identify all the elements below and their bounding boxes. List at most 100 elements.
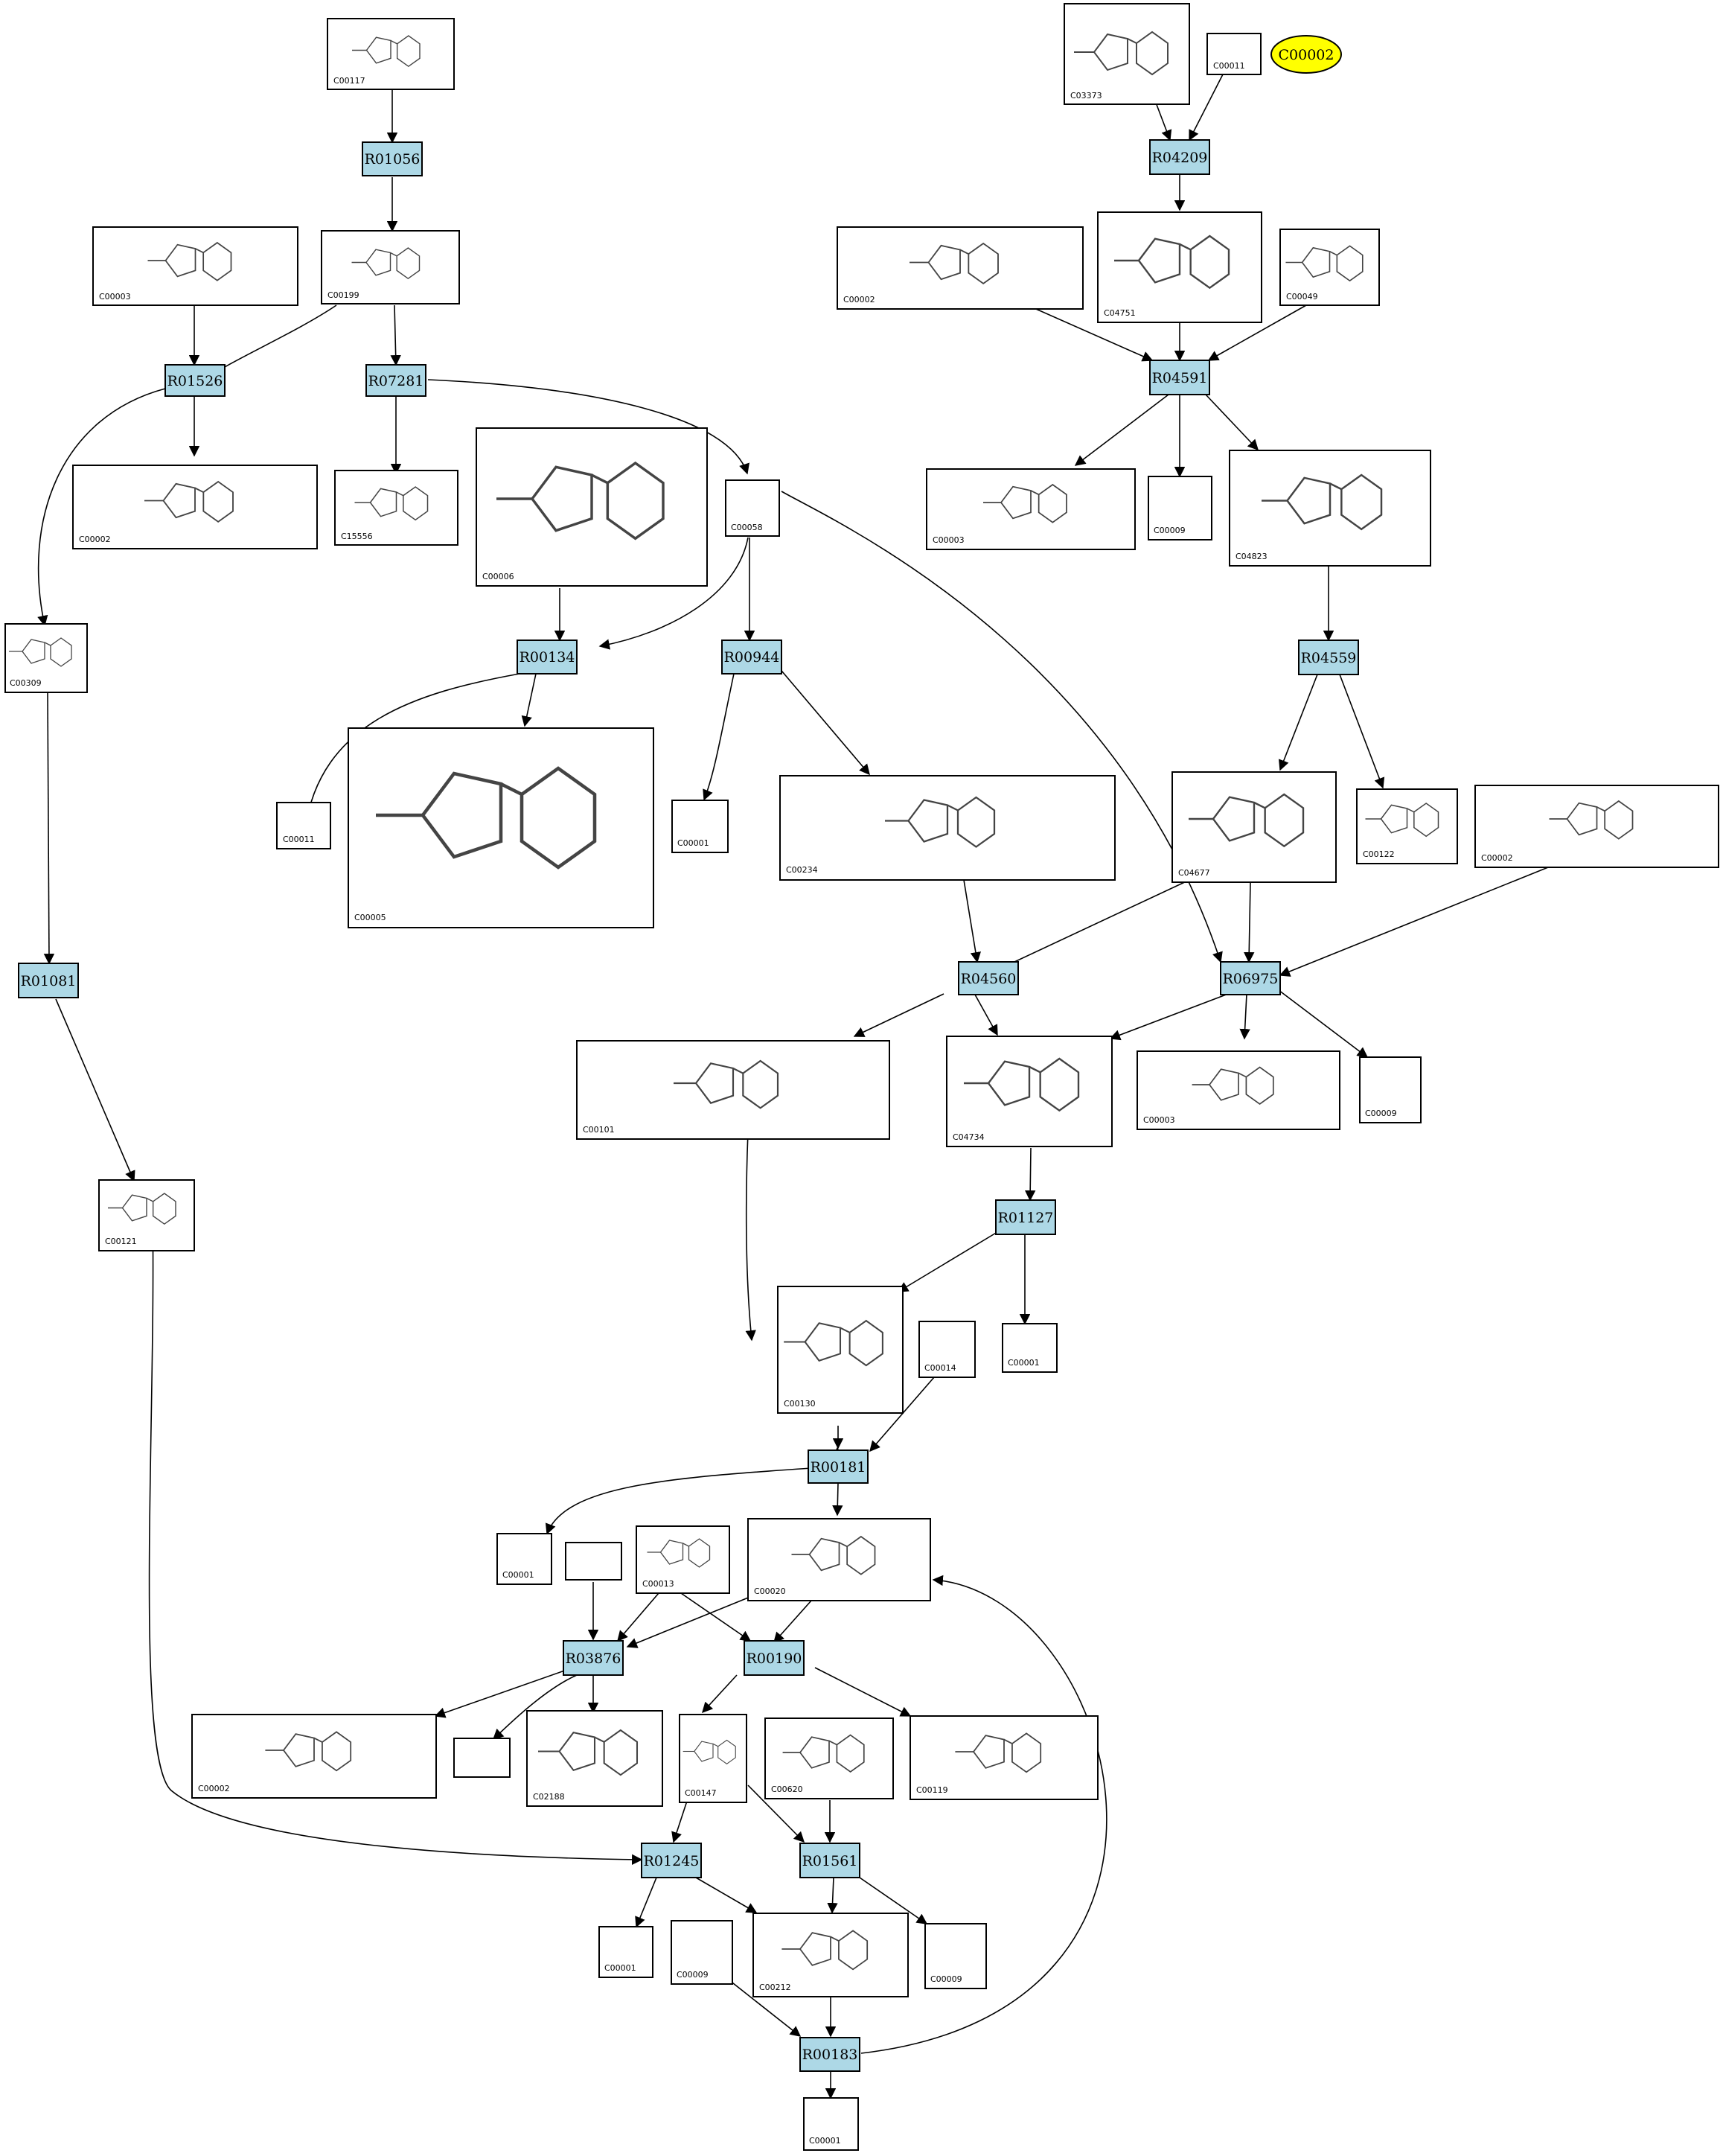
svg-text:C04677: C04677 (1178, 868, 1210, 878)
compound-c00002-d[interactable]: C00002 (191, 1714, 437, 1799)
reaction-r01526[interactable]: R01526 (164, 364, 226, 397)
svg-text:C00119: C00119 (916, 1785, 948, 1795)
compounds: C00117 C03373 C00011 C00002 C00199 C0000… (4, 3, 1719, 2151)
compound-c00001-e[interactable]: C00001 (803, 2097, 859, 2151)
compound-c00011-b[interactable]: C00011 (276, 802, 331, 849)
reaction-r03876[interactable]: R03876 (563, 1640, 624, 1676)
reaction-r00134[interactable]: R00134 (517, 640, 578, 674)
svg-text:C15556: C15556 (341, 532, 373, 541)
svg-text:C00020: C00020 (754, 1586, 786, 1596)
reaction-r00181[interactable]: R00181 (808, 1449, 869, 1484)
reaction-r01245[interactable]: R01245 (641, 1843, 702, 1878)
reaction-r01127[interactable]: R01127 (995, 1199, 1056, 1235)
edge (521, 673, 537, 727)
edge (963, 879, 982, 963)
compound-c00119[interactable]: C00119 (910, 1715, 1099, 1800)
compound-c04677[interactable]: C04677 (1171, 771, 1337, 883)
compound-c00005[interactable]: C00005 (348, 727, 654, 928)
compound-c00006[interactable]: C00006 (476, 427, 708, 587)
edge (814, 1667, 912, 1717)
svg-text:R04591: R04591 (1152, 370, 1208, 386)
edge (703, 673, 735, 801)
compound-c00199[interactable]: C00199 (321, 230, 460, 304)
svg-text:C00130: C00130 (784, 1399, 816, 1409)
compound-c00001-c[interactable]: C00001 (496, 1533, 552, 1585)
compound-c03373[interactable]: C03373 (1064, 3, 1190, 105)
edge (55, 998, 135, 1182)
edge (781, 491, 1223, 963)
compound-c15556[interactable]: C15556 (334, 470, 458, 546)
svg-text:C00014: C00014 (924, 1363, 956, 1373)
compound-c04823[interactable]: C04823 (1229, 450, 1431, 567)
svg-text:C00001: C00001 (809, 2136, 841, 2146)
edge (427, 379, 749, 475)
compound-c00058[interactable]: C00058 (725, 479, 780, 537)
svg-text:C00620: C00620 (771, 1785, 803, 1794)
reaction-r01561[interactable]: R01561 (799, 1843, 860, 1878)
svg-text:R04559: R04559 (1301, 650, 1357, 666)
compound-c00003-c[interactable]: C00003 (1137, 1050, 1340, 1130)
reaction-r04560[interactable]: R04560 (958, 961, 1019, 995)
compound-c00309[interactable]: C00309 (4, 623, 88, 693)
edge (773, 1600, 812, 1644)
compound-c00014[interactable]: C00014 (918, 1321, 976, 1378)
svg-text:R00944: R00944 (724, 649, 780, 666)
edge (859, 1877, 928, 1924)
compound-c00001-d[interactable]: C00001 (598, 1926, 653, 1978)
compound-c00117[interactable]: C00117 (327, 18, 455, 90)
compound-c00147[interactable]: C00147 (679, 1714, 747, 1803)
reaction-r04209[interactable]: R04209 (1149, 139, 1210, 175)
compound-c00013[interactable]: C00013 (636, 1525, 730, 1594)
compound-c00049[interactable]: C00049 (1279, 229, 1380, 306)
compound-c00011[interactable]: C00011 (1206, 33, 1262, 75)
compound-c00101[interactable]: C00101 (576, 1040, 890, 1140)
compound-c00020[interactable]: C00020 (747, 1518, 931, 1601)
svg-text:C00117: C00117 (333, 76, 365, 86)
reaction-r00183[interactable]: R00183 (799, 2037, 860, 2072)
edge (853, 993, 944, 1037)
compound-c00130[interactable]: C00130 (777, 1286, 904, 1414)
svg-text:C00002: C00002 (79, 535, 111, 544)
compound-c00002[interactable]: C00002 (72, 465, 318, 549)
highlight-node[interactable]: C00002 (1270, 35, 1342, 74)
svg-text:C00001: C00001 (677, 838, 709, 848)
reaction-r01056[interactable]: R01056 (362, 141, 423, 176)
svg-text:C00009: C00009 (1365, 1109, 1397, 1118)
reaction-r06975[interactable]: R06975 (1220, 961, 1281, 995)
reaction-r04559[interactable]: R04559 (1298, 640, 1359, 675)
svg-text:R00181: R00181 (811, 1459, 866, 1476)
compound-c00009-b[interactable]: C00009 (1359, 1056, 1422, 1123)
compound-c00003-b[interactable]: C00003 (926, 468, 1136, 550)
compound-c00001[interactable]: C00001 (671, 800, 729, 853)
reaction-r01081[interactable]: R01081 (18, 963, 79, 998)
empty-compound-box[interactable] (565, 1542, 622, 1581)
edge (43, 692, 55, 965)
compound-c04734[interactable]: C04734 (946, 1036, 1113, 1147)
compound-c00122[interactable]: C00122 (1356, 788, 1458, 864)
compound-c00620[interactable]: C00620 (764, 1718, 894, 1799)
edge (1074, 394, 1169, 466)
svg-text:C00009: C00009 (1154, 526, 1186, 535)
compound-c00002-b[interactable]: C00002 (837, 226, 1084, 310)
svg-text:C00234: C00234 (786, 865, 818, 875)
empty-compound-box-b[interactable] (453, 1738, 511, 1778)
compound-c00234[interactable]: C00234 (779, 775, 1116, 881)
reaction-r00944[interactable]: R00944 (721, 640, 782, 674)
svg-text:C00122: C00122 (1363, 849, 1395, 859)
compound-c00002-c[interactable]: C00002 (1474, 785, 1719, 868)
compound-c04751[interactable]: C04751 (1097, 211, 1262, 323)
reaction-r07281[interactable]: R07281 (365, 364, 426, 397)
compound-c00009-d[interactable]: C00009 (924, 1923, 987, 1989)
reaction-r00190[interactable]: R00190 (744, 1640, 805, 1676)
svg-text:C00003: C00003 (933, 535, 965, 545)
compound-c00009[interactable]: C00009 (1148, 476, 1212, 540)
compound-c00003[interactable]: C00003 (92, 226, 298, 306)
compound-c00121[interactable]: C00121 (98, 1179, 195, 1251)
compound-c00212[interactable]: C00212 (752, 1913, 909, 1997)
svg-text:C00309: C00309 (10, 678, 42, 688)
compound-c00009-c[interactable]: C00009 (671, 1920, 733, 1985)
compound-c02188[interactable]: C02188 (526, 1710, 663, 1807)
compound-c00001-b[interactable]: C00001 (1002, 1323, 1058, 1373)
reactions: R01056 R04209 R01526 R07281 R04591 R0013… (18, 139, 1359, 2072)
reaction-r04591[interactable]: R04591 (1149, 360, 1210, 395)
